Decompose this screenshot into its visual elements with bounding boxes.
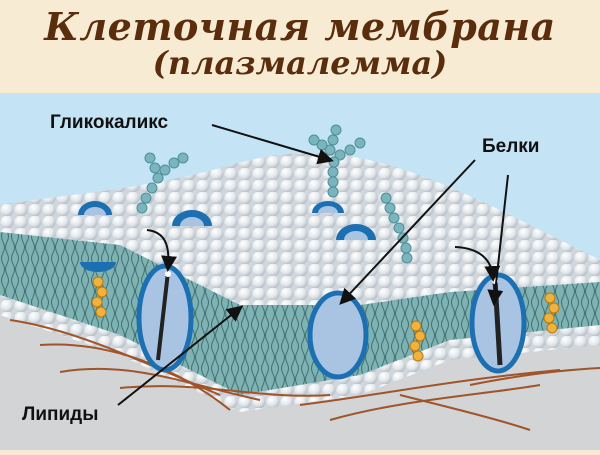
membrane-diagram: Гликокаликс Белки Липиды (0, 93, 600, 450)
transmembrane-proteins (136, 263, 527, 380)
peripheral-proteins (78, 201, 376, 272)
cytoskeleton (9, 319, 600, 431)
header: Клеточная мембрана (плазмалемма) (0, 0, 600, 93)
leader-lines (117, 124, 509, 406)
label-proteins: Белки (482, 136, 540, 157)
channel-arrow (146, 229, 178, 272)
label-glycocalyx: Гликокаликс (50, 112, 169, 133)
lipid-tail-layer (0, 225, 600, 400)
label-lipids: Липиды (22, 404, 99, 425)
title-line2: (плазмалемма) (152, 44, 448, 82)
cholesterol (91, 276, 560, 362)
channel-arrow (454, 246, 501, 282)
title-line1: Клеточная мембрана (44, 4, 556, 49)
glycocalyx-chains (136, 124, 413, 264)
